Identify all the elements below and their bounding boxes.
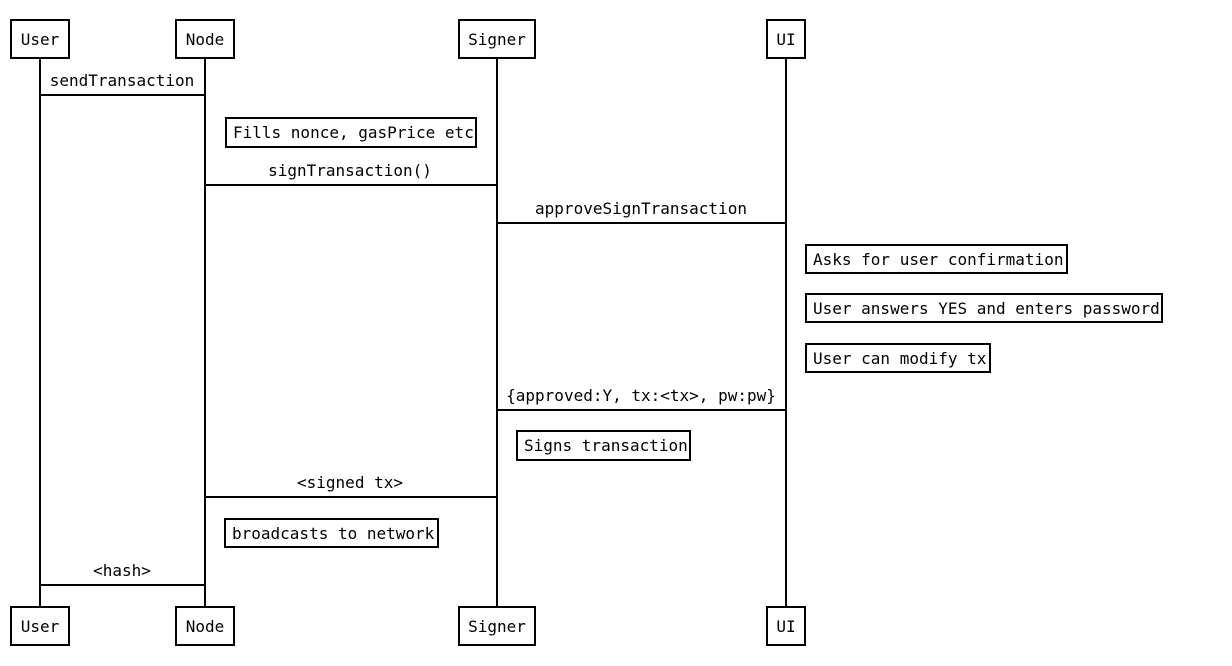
actor-box-ui-bottom: UI — [766, 606, 806, 646]
message-label-signed-tx: <signed tx> — [297, 473, 403, 492]
message-line-send-transaction — [40, 94, 204, 96]
actor-box-signer-top: Signer — [458, 19, 536, 59]
actor-box-ui-top: UI — [766, 19, 806, 59]
lifeline-node — [204, 59, 206, 606]
actor-box-node-bottom: Node — [175, 606, 235, 646]
actor-box-user-top: User — [10, 19, 70, 59]
note-broadcasts-to-network: broadcasts to network — [224, 518, 439, 548]
lifeline-signer — [496, 59, 498, 606]
message-line-approved-response — [496, 409, 786, 411]
note-asks-confirmation: Asks for user confirmation — [805, 244, 1068, 274]
message-label-send-transaction: sendTransaction — [49, 71, 195, 90]
message-line-signed-tx — [204, 496, 496, 498]
message-line-approve-sign-transaction — [496, 222, 786, 224]
note-user-answers-yes: User answers YES and enters password — [805, 293, 1163, 323]
message-label-hash: <hash> — [93, 561, 151, 580]
message-label-approved-response: {approved:Y, tx:<tx>, pw:pw} — [506, 386, 776, 405]
note-user-can-modify: User can modify tx — [805, 343, 991, 373]
lifeline-user — [39, 59, 41, 606]
message-label-approve-sign-transaction: approveSignTransaction — [535, 199, 747, 218]
message-line-sign-transaction — [204, 184, 496, 186]
actor-box-user-bottom: User — [10, 606, 70, 646]
actor-box-node-top: Node — [175, 19, 235, 59]
message-label-sign-transaction: signTransaction() — [268, 161, 432, 180]
note-signs-transaction: Signs transaction — [516, 430, 691, 461]
note-fills-nonce: Fills nonce, gasPrice etc — [225, 117, 477, 148]
actor-box-signer-bottom: Signer — [458, 606, 536, 646]
message-line-hash — [40, 584, 204, 586]
lifeline-ui — [785, 59, 787, 606]
